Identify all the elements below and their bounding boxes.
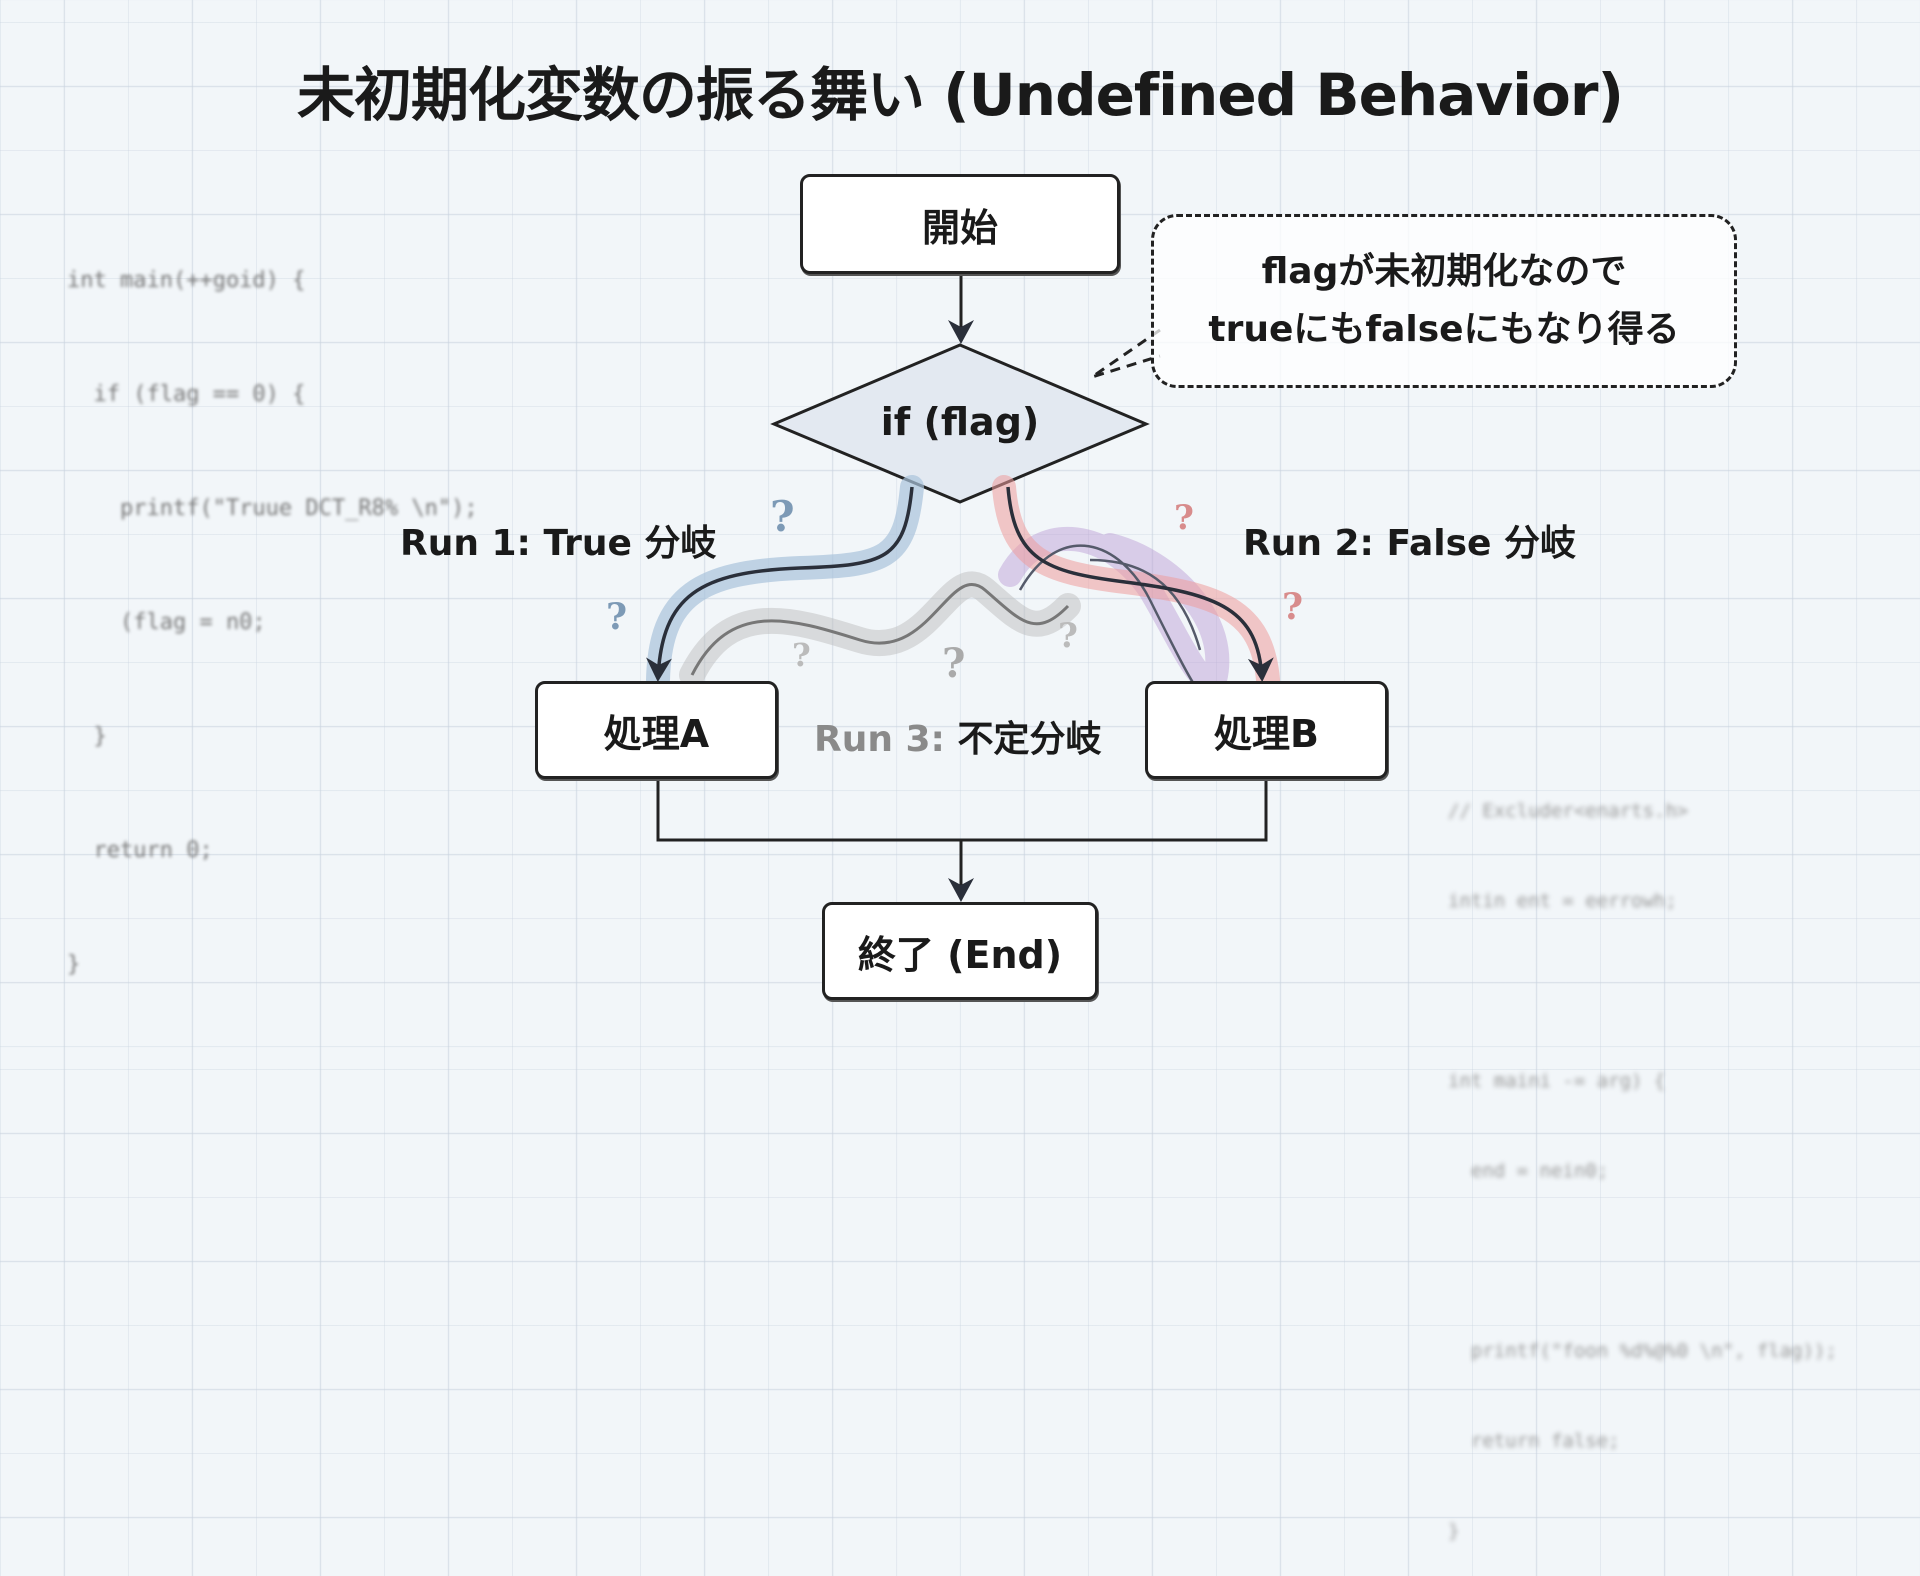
callout-note: flagが未初期化なので trueにもfalseにもなり得る bbox=[1151, 214, 1737, 388]
code-line: if (flag == 0) { bbox=[67, 382, 306, 407]
merge-connector bbox=[656, 780, 1268, 842]
code-line: } bbox=[67, 952, 81, 977]
callout-line-1: flagが未初期化なので bbox=[1261, 251, 1627, 292]
question-mark-icon: ? bbox=[942, 640, 966, 687]
page-title: 未初期化変数の振る舞い (Undefined Behavior) bbox=[296, 61, 1624, 129]
question-mark-icon: ? bbox=[1058, 616, 1078, 656]
code-line: printf("Truue DCT_R8% \n"); bbox=[67, 496, 478, 521]
question-mark-icon: ? bbox=[606, 596, 628, 638]
end-node: 終了 (End) bbox=[822, 902, 1098, 1000]
question-mark-icon: ? bbox=[770, 492, 795, 541]
undefined-path-highlight bbox=[679, 571, 1081, 688]
code-line: int maini -= arg) { bbox=[1448, 1070, 1666, 1092]
run3-label-prefix: Run 3: bbox=[814, 719, 945, 760]
false-branch-arrow bbox=[1006, 486, 1274, 682]
code-snippet-left: int main(++goid) { if (flag == 0) { prin… bbox=[67, 186, 478, 1022]
code-line: intin ent = eerrowh; bbox=[1448, 890, 1677, 912]
callout-line-2: trueにもfalseにもなり得る bbox=[1208, 309, 1680, 350]
code-line: end = nein0; bbox=[1448, 1160, 1609, 1182]
question-mark-icon: ? bbox=[1282, 586, 1304, 628]
code-line: return false; bbox=[1448, 1430, 1620, 1452]
decision-diamond bbox=[770, 343, 1150, 504]
code-line: } bbox=[67, 724, 107, 749]
code-line bbox=[1448, 1246, 1837, 1276]
run1-label: Run 1: True 分岐 bbox=[400, 523, 717, 564]
question-mark-icon: ? bbox=[792, 636, 811, 674]
code-line: printf("foon %d%@%0 \n", flag)); bbox=[1448, 1340, 1837, 1362]
code-line: int main(++goid) { bbox=[67, 268, 306, 293]
code-line: // Excluder<enarts.h> bbox=[1448, 800, 1689, 822]
code-line: (flag = n0; bbox=[67, 610, 266, 635]
start-node: 開始 bbox=[800, 174, 1120, 274]
loop-path-line bbox=[1018, 544, 1202, 691]
flowchart-connectors bbox=[645, 274, 1280, 902]
true-branch-arrow bbox=[645, 486, 914, 682]
code-line: return 0; bbox=[67, 838, 213, 863]
undefined-path-line bbox=[690, 582, 1070, 676]
callout-tail bbox=[1091, 328, 1161, 379]
code-line: } bbox=[1448, 1520, 1460, 1542]
process-b-node: 処理B bbox=[1145, 681, 1388, 779]
question-mark-icon: ? bbox=[1174, 498, 1194, 538]
run2-label: Run 2: False 分岐 bbox=[1243, 523, 1576, 564]
decision-label: if (flag) bbox=[880, 400, 1040, 444]
run3-label: Run 3: 不定分岐 bbox=[814, 710, 1102, 762]
run3-label-suffix: 不定分岐 bbox=[944, 719, 1102, 760]
process-a-node: 処理A bbox=[535, 681, 778, 779]
